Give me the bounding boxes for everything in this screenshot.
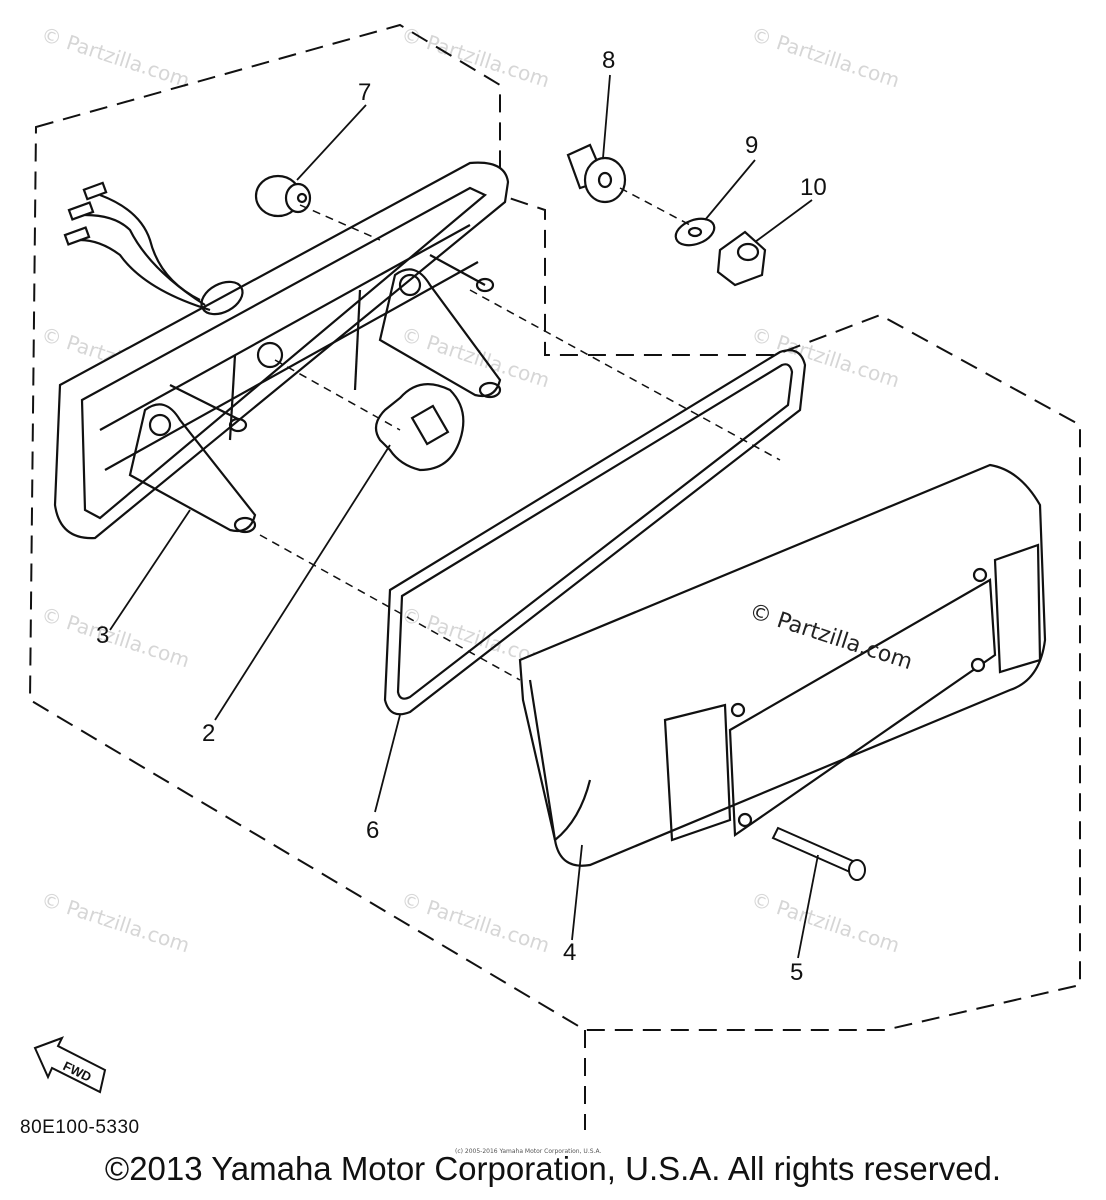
callout-5: 5 bbox=[790, 959, 803, 986]
leader-lines bbox=[109, 74, 819, 959]
assembly-boundary bbox=[28, 23, 1081, 1031]
callout-3: 3 bbox=[96, 622, 109, 649]
callout-6: 6 bbox=[366, 817, 379, 844]
part-6-gasket bbox=[383, 349, 807, 716]
callout-10: 10 bbox=[800, 174, 827, 201]
part-9-washer bbox=[674, 217, 716, 247]
part-5-screw bbox=[771, 826, 866, 881]
watermark: © Partzilla.com bbox=[398, 22, 552, 93]
fwd-arrow-icon: FWD bbox=[33, 1036, 107, 1094]
watermark: © Partzilla.com bbox=[398, 322, 552, 393]
watermark: © Partzilla.com bbox=[38, 887, 192, 958]
watermark: © Partzilla.com bbox=[748, 22, 902, 93]
callout-2: 2 bbox=[202, 720, 215, 747]
diagram-code: 80E100-5330 bbox=[20, 1117, 140, 1138]
part-4-lens bbox=[518, 463, 1047, 867]
part-10-nut bbox=[716, 230, 767, 287]
small-copyright: (c) 2005-2016 Yamaha Motor Corporation, … bbox=[455, 1148, 602, 1155]
callout-7: 7 bbox=[358, 79, 371, 106]
watermark: © Partzilla.com bbox=[748, 887, 902, 958]
part-8-collar bbox=[566, 143, 627, 204]
part-3-base-housing bbox=[53, 161, 510, 540]
watermark: © Partzilla.com bbox=[398, 887, 552, 958]
callout-9: 9 bbox=[745, 132, 758, 159]
alignment-lines bbox=[259, 187, 781, 681]
callout-numbers: 2 3 4 5 6 7 8 9 10 bbox=[96, 47, 827, 986]
watermark: © Partzilla.com bbox=[38, 602, 192, 673]
copyright-notice: ©2013 Yamaha Motor Corporation, U.S.A. A… bbox=[104, 1150, 1002, 1187]
watermark: © Partzilla.com bbox=[38, 22, 192, 93]
part-2-bulb bbox=[374, 382, 465, 472]
callout-4: 4 bbox=[563, 939, 576, 966]
callout-8: 8 bbox=[602, 47, 615, 74]
part-7-grommet bbox=[254, 174, 312, 218]
